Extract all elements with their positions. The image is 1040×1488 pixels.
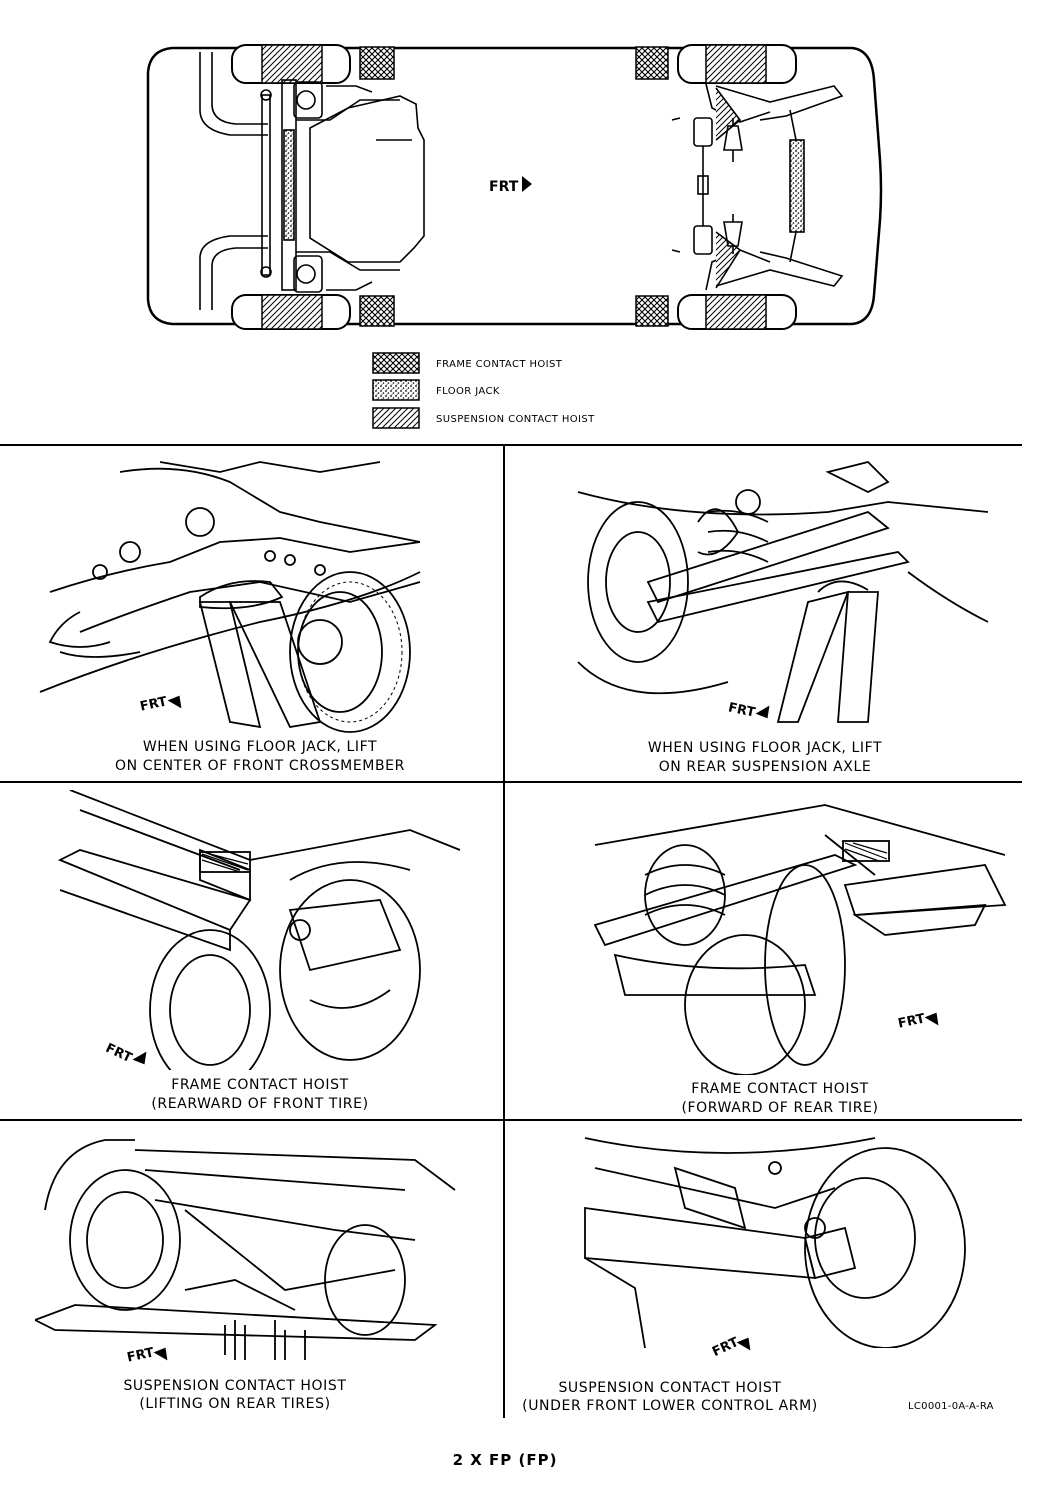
frame-contact-point-fr [359,295,395,327]
panel-4-illustration [593,804,1007,1075]
frame-contact-point-fl [359,46,395,80]
vehicle-body-outline [146,46,883,326]
figure-code: LC0001-0A-A-RA [908,1401,994,1412]
rear-suspension [671,83,844,291]
front-left-wheel [231,44,351,84]
panel-5-illustration [35,1139,456,1360]
panel-6-caption-line-2: (UNDER FRONT LOWER CONTROL ARM) [522,1398,818,1414]
front-suspension [199,52,425,310]
panel-3-illustration [57,790,461,1070]
front-right-wheel [231,294,351,330]
legend-swatch-frame-contact [372,352,420,374]
divider-row-2 [0,1119,1022,1121]
panel-2-illustration [577,461,989,723]
legend-label-frame-contact: FRAME CONTACT HOIST [436,359,563,370]
divider-top [0,444,1022,446]
rear-left-wheel [677,44,797,84]
page-footer: 2 X FP (FP) [452,1451,558,1469]
frt-direction-label: FRT [489,179,519,195]
panel-3-caption-line-2: (REARWARD OF FRONT TIRE) [151,1096,369,1112]
panel-4-caption-line-1: FRAME CONTACT HOIST [691,1081,869,1097]
panel-1-illustration [39,461,421,733]
legend-label-floor-jack: FLOOR JACK [436,386,500,397]
panel-2-caption-line-1: WHEN USING FLOOR JACK, LIFT [647,740,883,756]
legend-swatch-floor-jack [372,379,420,401]
divider-vertical [503,444,505,1418]
frt-arrow-icon [522,176,532,192]
panel-6-caption-line-1: SUSPENSION CONTACT HOIST [558,1380,782,1396]
panel-4-caption-line-2: (FORWARD OF REAR TIRE) [681,1100,879,1116]
panel-5-caption-line-2: (LIFTING ON REAR TIRES) [139,1396,331,1412]
panel-2-caption-line-2: ON REAR SUSPENSION AXLE [658,759,872,775]
rear-axle-jack-point [789,139,805,233]
legend-swatch-suspension-contact [372,407,420,429]
rear-right-wheel [677,294,797,330]
frame-contact-point-rr [635,295,669,327]
panel-1-caption-line-1: WHEN USING FLOOR JACK, LIFT [142,739,378,755]
panel-6-illustration [584,1137,966,1348]
legend-label-suspension-contact: SUSPENSION CONTACT HOIST [436,414,595,425]
panel-3-caption-line-1: FRAME CONTACT HOIST [171,1077,349,1093]
frame-contact-point-rl [635,46,669,80]
panel-1-caption-line-2: ON CENTER OF FRONT CROSSMEMBER [115,758,405,774]
divider-row-1 [0,781,1022,783]
panel-5-caption-line-1: SUSPENSION CONTACT HOIST [123,1378,347,1394]
front-crossmember-jack-point [283,129,295,241]
vehicle-underside-diagram: FRT [146,44,883,429]
